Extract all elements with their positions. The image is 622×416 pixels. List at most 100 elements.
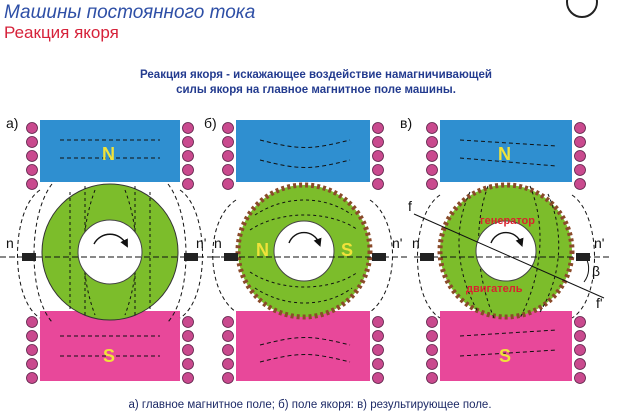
coil-conductor-bottom [574,344,586,356]
coil-conductor-top [426,150,438,162]
coil-conductor-top [372,150,384,162]
coil-conductor-top [182,150,194,162]
panel-b-rotor-bore [273,220,335,282]
figure-caption: а) главное магнитное поле; б) поле якоря… [128,399,492,411]
panel-c-axis-right: n' [594,235,604,251]
panel-a-brush-left [22,253,36,261]
panel-b-rotor-flux [249,199,359,304]
coil-conductor-top [426,178,438,190]
coil-conductor-bottom [222,344,234,356]
coil-conductor-top [222,122,234,134]
coil-conductor-bottom [372,330,384,342]
panel-c-brush-left [420,253,434,261]
panel-a-north-label: N [102,144,115,164]
coil-conductor-bottom [372,316,384,328]
coil-conductor-top [574,178,586,190]
panel-a-axis-left: n [6,235,14,251]
coil-conductor-bottom [372,372,384,384]
coil-conductor-bottom [574,316,586,328]
panel-b-north-pole [236,120,370,182]
coil-conductor-top [182,122,194,134]
coil-conductor-top [372,164,384,176]
coil-conductor-bottom [222,316,234,328]
coil-conductor-bottom [574,358,586,370]
coil-conductor-top [372,122,384,134]
coil-conductor-bottom [26,372,38,384]
panel-c-field-lines [417,139,595,357]
coil-conductor-bottom [372,358,384,370]
coil-conductor-bottom [182,372,194,384]
panel-c-north-pole [440,120,572,182]
panel-b-label: б) [204,115,217,131]
description: Реакция якоря - искажающее воздействие н… [92,68,540,98]
coil-conductor-bottom [182,358,194,370]
panel-c-angle: β [592,263,600,279]
panel-b-brush-left [224,253,238,261]
coil-conductor-top [426,136,438,148]
panel-c-line-start: f [408,198,412,214]
panel-c-brush-right [576,253,590,261]
coil-conductor-bottom [26,316,38,328]
panel-c-rotor-flux [458,185,560,319]
panel-b-rotor-north-label: N [256,240,269,260]
coil-conductor-top [26,164,38,176]
coil-conductor-top [574,150,586,162]
coil-conductor-bottom [426,316,438,328]
coil-conductor-bottom [26,344,38,356]
coil-conductor-top [222,150,234,162]
coil-conductor-bottom [426,358,438,370]
panel-b-field-lines [212,139,393,363]
coil-conductor-bottom [222,330,234,342]
coil-conductor-bottom [26,358,38,370]
coil-conductor-top [26,122,38,134]
panel-c-north-label: N [498,144,511,164]
panel-c-south-pole [440,311,572,381]
panel-c-generator-label: генератор [480,215,535,227]
panel-c-motor-label: двигатель [466,283,523,295]
coil-conductor-top [426,122,438,134]
panel-a-rotor-bore [77,219,143,285]
panel-b-axis-left: n [214,235,222,251]
panel-a-rotation-arrow-icon [93,233,128,248]
coil-conductor-top [182,178,194,190]
panel-c-rotation-arrow-icon [490,231,524,247]
panel-c: в) n n' f f' β генератор д [400,115,612,381]
description-line-2: силы якоря на главное магнитное поле маш… [176,84,456,96]
field-coils [26,122,586,384]
coil-conductor-top [574,136,586,148]
panel-a-label: а) [6,115,18,131]
coil-conductor-top [182,136,194,148]
coil-conductor-bottom [222,372,234,384]
panel-a-south-pole [40,311,180,381]
panel-b: б) n n' N S [204,115,410,381]
coil-conductor-top [222,164,234,176]
panel-a-north-pole [40,120,180,182]
panel-c-axis-left: n [412,235,420,251]
coil-conductor-top [182,164,194,176]
page-subtitle: Реакция якоря [4,23,119,42]
panel-b-brush-right [372,253,386,261]
coil-conductor-bottom [182,344,194,356]
panel-b-south-pole [236,311,370,381]
coil-conductor-top [26,150,38,162]
coil-conductor-top [372,136,384,148]
panel-a-axis-right: n' [196,235,206,251]
coil-conductor-bottom [26,330,38,342]
page-title: Машины постоянного тока [4,2,256,23]
panel-b-axis-right: n' [392,235,402,251]
coil-conductor-top [26,178,38,190]
coil-conductor-top [372,178,384,190]
description-line-1: Реакция якоря - искажающее воздействие н… [140,69,492,81]
coil-conductor-top [26,136,38,148]
coil-conductor-bottom [426,330,438,342]
coil-conductor-bottom [426,344,438,356]
panel-a-brush-right [184,253,198,261]
coil-conductor-bottom [182,316,194,328]
coil-conductor-bottom [372,344,384,356]
panel-a: а) n [0,115,220,381]
coil-conductor-top [574,164,586,176]
panel-c-angle-arc [583,257,590,283]
panel-b-rotation-arrow-icon [288,231,322,247]
panel-c-shifted-axis [413,213,605,299]
